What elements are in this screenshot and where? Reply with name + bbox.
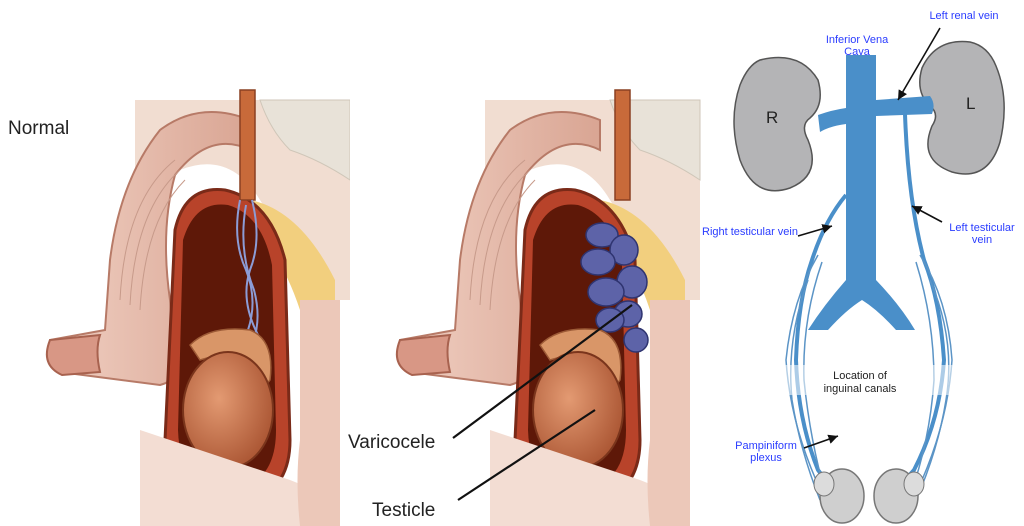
varicocele-illustration: Varicocele Testicle [340,0,710,526]
spermatic-cord [240,90,255,200]
left-renal-vein-label: Left renal vein [914,10,1014,22]
venous-anatomy-diagram: Inferior Vena Cava Left renal vein R L R… [700,0,1024,526]
left-kidney-letter: L [966,94,975,114]
glans [47,335,100,375]
right-kidney-letter: R [766,108,778,128]
normal-illustration: Normal [0,0,350,526]
right-renal-vein [818,108,846,132]
right-testicular-vein-arrow [798,226,832,236]
inguinal-canals-label: Location of inguinal canals [818,370,902,396]
varicocele-label: Varicocele [348,432,435,454]
testicle-label: Testicle [372,500,435,522]
left-renal-vein [876,96,934,116]
pampiniform-plexus-label: Pampiniform plexus [728,440,804,464]
right-testicular-vein-label: Right testicular vein [702,226,798,238]
inferior-vena-cava [808,55,915,330]
left-testicular-vein-label: Left testicular vein [940,222,1024,246]
normal-label: Normal [8,118,69,140]
ivc-label: Inferior Vena Cava [818,34,896,58]
